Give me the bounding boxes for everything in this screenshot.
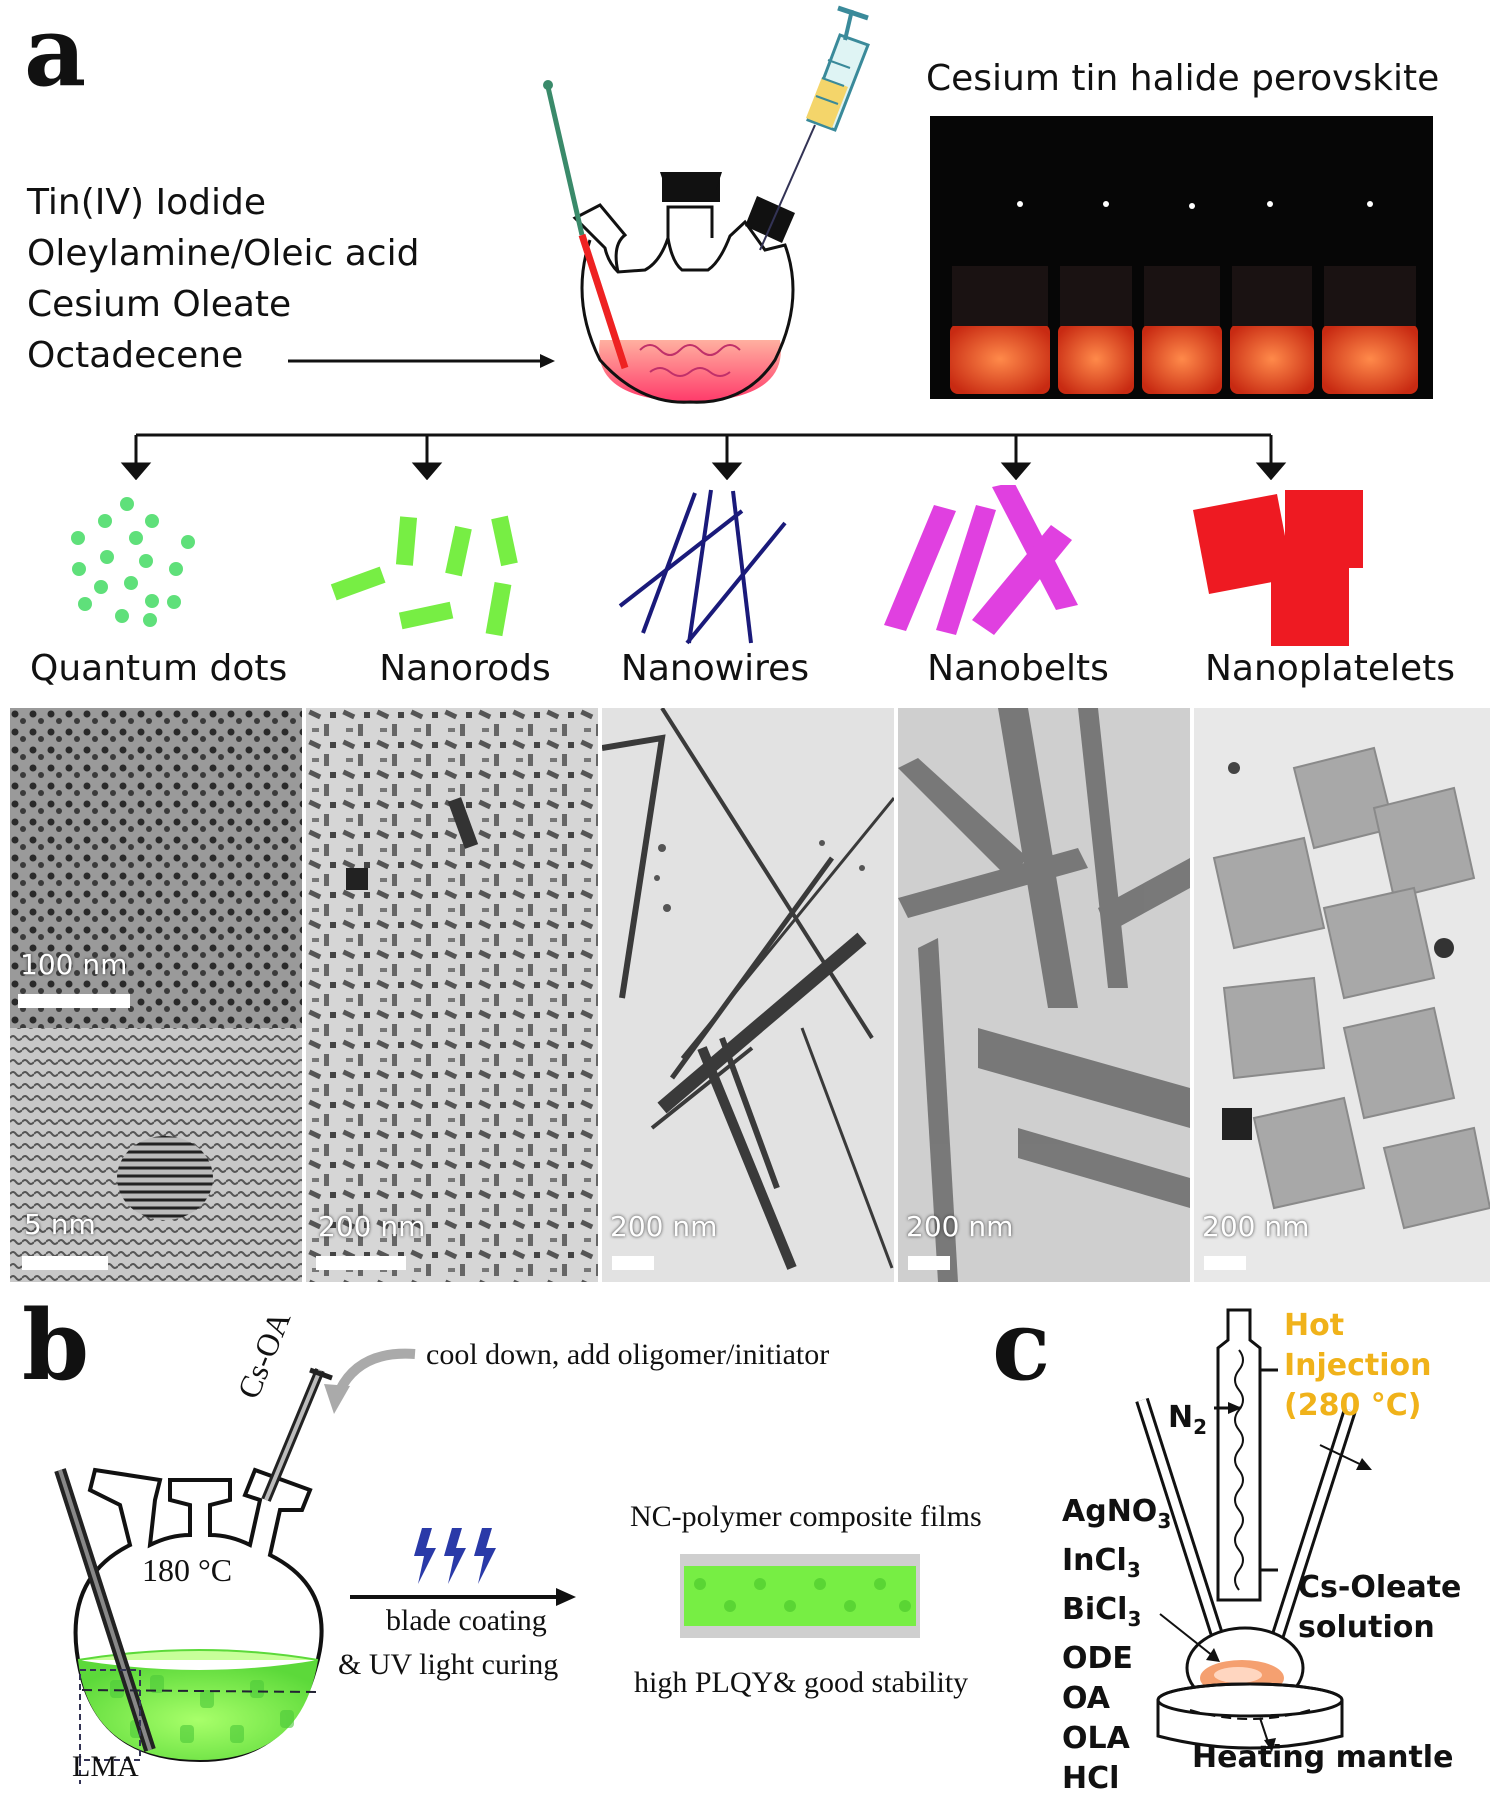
panel-b-letter: b: [22, 1289, 90, 1402]
panel-c-letter: c: [992, 1289, 1051, 1402]
n2-base: N: [1168, 1400, 1194, 1435]
reagent-cesium-oleate: Cesium Oleate: [27, 284, 292, 325]
hot-injection-line-1: Hot: [1284, 1308, 1345, 1343]
uv-light-icon: [414, 1528, 496, 1584]
panel-a-flask-illustration: [288, 5, 870, 404]
scale-bar-quantum-dots: [18, 994, 130, 1008]
perovskite-photo-title: Cesium tin halide perovskite: [926, 58, 1440, 99]
reagent-hcl: HCl: [1062, 1761, 1120, 1796]
quantum-dots-icon: [71, 497, 195, 627]
tem-image-nanorods: [306, 708, 598, 1282]
reagent-incl3-sub: 3: [1126, 1558, 1141, 1582]
scale-label-nanowires: 200 nm: [610, 1210, 718, 1243]
composite-film-title: NC-polymer composite films: [630, 1500, 982, 1533]
reagent-agno3-sub: 3: [1157, 1509, 1172, 1533]
label-nanowires: Nanowires: [620, 648, 810, 689]
tem-image-nanoplatelets: [1194, 708, 1490, 1282]
film-caption: high PLQY& good stability: [634, 1666, 969, 1699]
reagent-agno3-base: AgNO: [1062, 1494, 1158, 1529]
reagent-list-a: Tin(IV) Iodide Oleylamine/Oleic acid Ces…: [27, 177, 419, 381]
tem-image-nanobelts: [898, 708, 1190, 1282]
reagent-bicl3-base: BiCl: [1062, 1592, 1128, 1627]
shape-branch-arrows: [120, 433, 1287, 480]
reagent-incl3-base: InCl: [1062, 1543, 1127, 1578]
reagent-bicl3-sub: 3: [1127, 1607, 1142, 1631]
vial-2: [1058, 201, 1134, 394]
label-quantum-dots: Quantum dots: [30, 648, 288, 689]
reagent-oleylamine-oleic-acid: Oleylamine/Oleic acid: [27, 233, 420, 274]
reagent-bicl3: BiCl3: [1062, 1590, 1171, 1639]
n2-label: N2: [1168, 1398, 1207, 1447]
reagent-incl3: InCl3: [1062, 1541, 1171, 1590]
panel-c-apparatus: [1135, 1308, 1372, 1752]
reagent-oa: OA: [1062, 1681, 1110, 1716]
tem-image-nanowires: [602, 708, 894, 1282]
cs-oleate-line-1: Cs-Oleate: [1298, 1570, 1462, 1605]
lma-label: LMA: [72, 1750, 139, 1783]
thermocouple-probe: [543, 80, 629, 370]
reagent-octadecene: Octadecene: [27, 335, 244, 376]
heating-mantle-label: Heating mantle: [1192, 1740, 1454, 1775]
scale-label-100nm: 100 nm: [20, 948, 128, 981]
scale-label-nanobelts: 200 nm: [906, 1210, 1014, 1243]
hot-injection-label: Hot Injection (280 °C): [1284, 1306, 1432, 1426]
nanorods-icon: [330, 515, 518, 637]
uv-curing-text: & UV light curing: [338, 1648, 559, 1681]
panel-b-flask-illustration: [54, 1367, 333, 1784]
vial-5: [1322, 201, 1418, 394]
blade-coating-text: blade coating: [386, 1604, 547, 1637]
three-neck-flask: [572, 172, 795, 404]
nanoplatelets-icon: [1193, 490, 1363, 646]
scale-bar-nanoplatelets: [1204, 1256, 1246, 1270]
n2-sub: 2: [1193, 1415, 1208, 1439]
process-arrow-b: [350, 1588, 576, 1606]
reagent-agno3: AgNO3: [1062, 1492, 1171, 1541]
reagent-tin-iodide: Tin(IV) Iodide: [27, 182, 266, 223]
cs-oleate-line-2: solution: [1298, 1610, 1435, 1645]
scale-label-nanorods: 200 nm: [318, 1210, 426, 1243]
hot-injection-line-2: Injection: [1284, 1348, 1432, 1383]
scale-bar-quantum-dots-hr: [22, 1256, 108, 1270]
nanobelts-icon: [884, 485, 1078, 635]
tem-image-quantum-dots: [10, 708, 302, 1282]
vial-1: [950, 201, 1050, 394]
composite-film-illustration: [680, 1554, 920, 1638]
vial-3: [1142, 203, 1222, 394]
scale-label-5nm: 5 nm: [24, 1208, 96, 1241]
reagent-list-c: AgNO3 InCl3 BiCl3 ODE OA OLA HCl: [1062, 1492, 1171, 1799]
temperature-label-b: 180 °C: [142, 1552, 233, 1588]
cool-down-arrow: [324, 1348, 416, 1414]
scale-bar-nanorods: [316, 1256, 406, 1270]
reagent-ola: OLA: [1062, 1721, 1130, 1756]
scale-label-nanoplatelets: 200 nm: [1202, 1210, 1310, 1243]
vial-4: [1230, 201, 1314, 394]
syringe: [759, 5, 870, 251]
perovskite-vial-photo: [930, 116, 1433, 399]
hot-injection-line-3: (280 °C): [1284, 1388, 1422, 1423]
label-nanorods: Nanorods: [379, 648, 551, 689]
cs-oa-syringe: [261, 1367, 333, 1502]
label-nanoplatelets: Nanoplatelets: [1204, 648, 1456, 689]
reagent-arrow: [288, 354, 555, 368]
scale-bar-nanowires: [612, 1256, 654, 1270]
cool-down-text: cool down, add oligomer/initiator: [426, 1338, 830, 1371]
nanowires-icon: [618, 489, 787, 645]
cs-oleate-label: Cs-Oleate solution: [1298, 1568, 1461, 1648]
scale-bar-nanobelts: [908, 1256, 950, 1270]
reagent-ode: ODE: [1062, 1641, 1133, 1676]
panel-a-letter: a: [24, 0, 87, 108]
label-nanobelts: Nanobelts: [927, 648, 1109, 689]
